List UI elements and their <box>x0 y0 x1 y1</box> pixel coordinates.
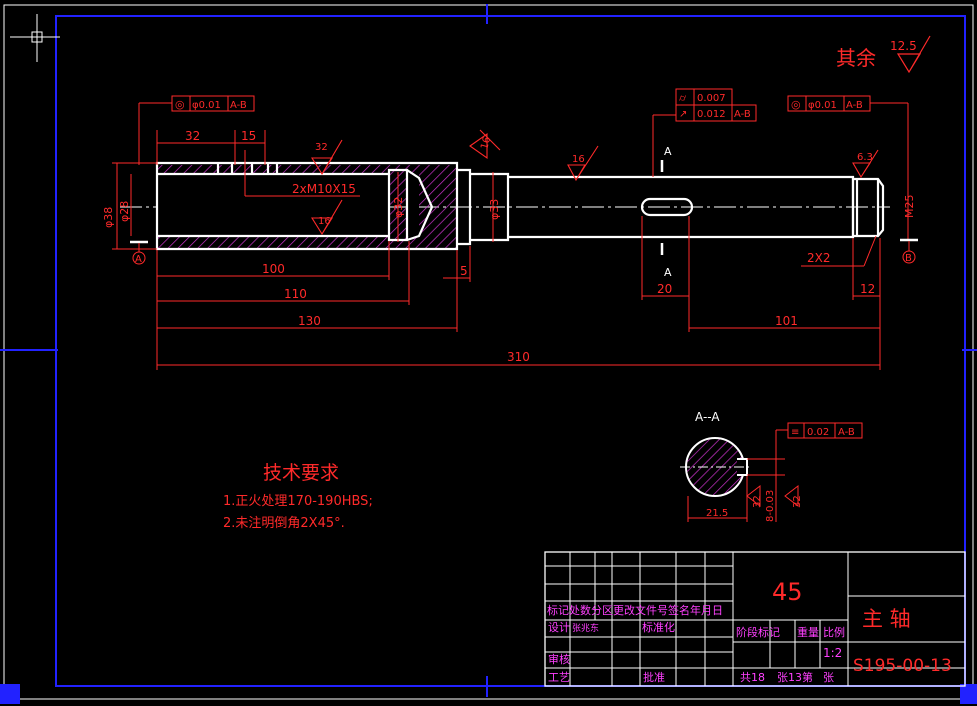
svg-text:A: A <box>664 145 672 158</box>
svg-text:其余: 其余 <box>836 46 876 70</box>
svg-text:A: A <box>135 254 142 265</box>
svg-text:阶段标记: 阶段标记 <box>736 625 780 639</box>
svg-text:6.3: 6.3 <box>857 152 873 163</box>
svg-text:0.02: 0.02 <box>807 427 829 438</box>
datum-markers: A B A A <box>130 145 918 279</box>
svg-text:标准化: 标准化 <box>642 620 675 634</box>
svg-text:12.5: 12.5 <box>890 39 917 53</box>
technical-requirements: 技术要求 1.正火处理170-190HBS; 2.未注明倒角2X45°. <box>223 462 373 531</box>
svg-text:工艺: 工艺 <box>548 671 570 684</box>
drawing-frame <box>0 4 977 704</box>
svg-text:32: 32 <box>752 495 763 508</box>
svg-text:A--A: A--A <box>695 410 720 424</box>
svg-text:◎: ◎ <box>791 98 801 111</box>
svg-text:12: 12 <box>860 282 875 296</box>
svg-text:张兆东: 张兆东 <box>572 622 599 634</box>
dimension-lines <box>112 102 909 370</box>
general-roughness: 其余 12.5 <box>836 35 931 74</box>
svg-text:φ38: φ38 <box>102 207 115 228</box>
svg-text:1.正火处理170-190HBS;: 1.正火处理170-190HBS; <box>223 494 373 509</box>
svg-text:共18: 共18 <box>740 671 765 684</box>
roughness-labels: 32 16 16 16 6.3 <box>315 136 873 227</box>
svg-text:310: 310 <box>507 350 530 364</box>
svg-text:32: 32 <box>315 142 328 153</box>
svg-text:110: 110 <box>284 287 307 301</box>
svg-text:主 轴: 主 轴 <box>862 607 911 631</box>
tolerance-frame-right: ◎ φ0.01 A-B <box>787 95 871 112</box>
svg-text:100: 100 <box>262 262 285 276</box>
svg-text:8-0.03: 8-0.03 <box>765 490 776 522</box>
svg-text:φ0.01: φ0.01 <box>192 100 221 111</box>
shaft-outline <box>155 161 885 251</box>
svg-text:2X2: 2X2 <box>807 251 831 265</box>
svg-text:130: 130 <box>298 314 321 328</box>
svg-text:S195-00-13: S195-00-13 <box>853 656 952 676</box>
svg-text:15: 15 <box>241 129 256 143</box>
svg-text:↗: ↗ <box>679 109 687 120</box>
crosshair-cursor-icon <box>10 14 60 62</box>
svg-text:比例: 比例 <box>823 625 845 639</box>
svg-text:2xM10X15: 2xM10X15 <box>292 182 356 196</box>
svg-text:16: 16 <box>318 216 331 227</box>
tolerance-frame-middle: ⌭ 0.007 ↗ 0.012 A-B <box>675 88 757 122</box>
svg-text:φ28: φ28 <box>118 201 131 222</box>
svg-text:设计: 设计 <box>548 621 570 634</box>
tolerance-frame-left: ◎ φ0.01 A-B <box>171 95 255 112</box>
svg-text:φ0.01: φ0.01 <box>808 100 837 111</box>
svg-text:A: A <box>664 266 672 279</box>
svg-text:5: 5 <box>460 264 468 278</box>
svg-text:◎: ◎ <box>175 98 185 111</box>
svg-text:B: B <box>905 253 912 264</box>
svg-text:标记处数分区更改文件号签名年月日: 标记处数分区更改文件号签名年月日 <box>547 603 723 617</box>
svg-text:A-B: A-B <box>734 109 751 120</box>
svg-text:16: 16 <box>572 154 585 165</box>
svg-text:0.012: 0.012 <box>697 109 726 120</box>
svg-text:16: 16 <box>479 136 493 151</box>
svg-text:A-B: A-B <box>838 427 855 438</box>
svg-text:重量: 重量 <box>797 625 819 639</box>
svg-text:≡: ≡ <box>791 427 799 438</box>
svg-text:批准: 批准 <box>643 670 665 684</box>
svg-text:张13第: 张13第 <box>777 670 813 684</box>
svg-text:21.5: 21.5 <box>706 508 728 519</box>
svg-text:张: 张 <box>823 671 834 684</box>
svg-text:32: 32 <box>185 129 200 143</box>
svg-text:φ32: φ32 <box>392 197 405 218</box>
section-view-a-a: A--A 21.5 8-0.03 32 32 ≡ 0.02 A-B <box>680 410 863 522</box>
svg-text:0.007: 0.007 <box>697 93 726 104</box>
svg-text:审核: 审核 <box>548 652 570 666</box>
dimension-texts: 32 15 2xM10X15 φ38 φ28 φ32 φ33 M25 100 1… <box>102 129 916 364</box>
svg-text:20: 20 <box>657 282 672 296</box>
svg-text:A-B: A-B <box>846 100 863 111</box>
svg-text:1:2: 1:2 <box>823 646 842 660</box>
svg-text:45: 45 <box>772 578 803 606</box>
svg-text:⌭: ⌭ <box>679 93 687 104</box>
svg-text:技术要求: 技术要求 <box>263 462 339 484</box>
svg-text:M25: M25 <box>903 195 916 219</box>
svg-text:32: 32 <box>792 495 803 508</box>
svg-text:101: 101 <box>775 314 798 328</box>
svg-text:2.未注明倒角2X45°.: 2.未注明倒角2X45°. <box>223 516 345 531</box>
roughness-symbols <box>311 129 879 236</box>
title-block: 45 主 轴 S195-00-13 标记处数分区更改文件号签名年月日 设计 张兆… <box>544 551 966 687</box>
svg-text:φ33: φ33 <box>488 199 501 220</box>
svg-text:A-B: A-B <box>230 100 247 111</box>
